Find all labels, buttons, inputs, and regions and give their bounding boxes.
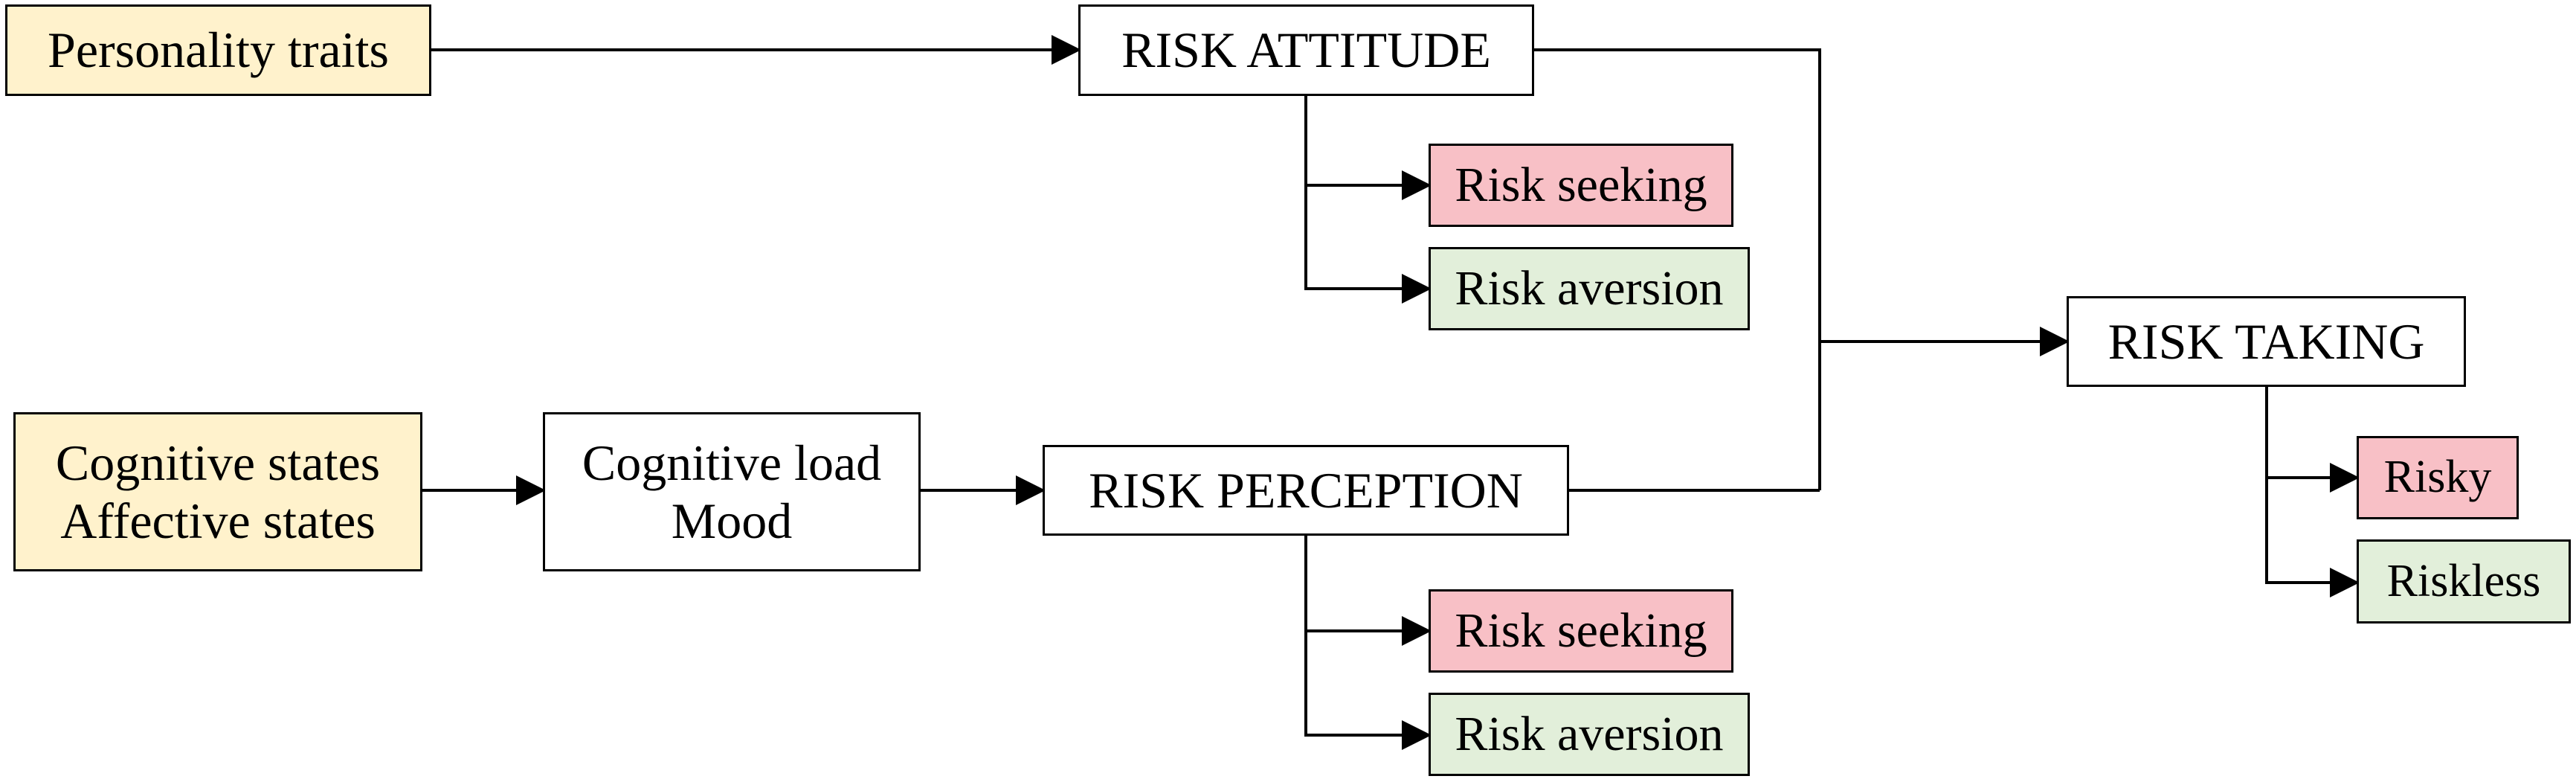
attitude-risk-seeking-label: Risk seeking xyxy=(1455,158,1707,213)
mood-label: Mood xyxy=(671,493,793,549)
branch-perception-to-aversion xyxy=(1304,631,1432,750)
risky-box: Risky xyxy=(2357,436,2519,519)
perception-risk-seeking-label: Risk seeking xyxy=(1455,603,1707,658)
attitude-risk-aversion-label: Risk aversion xyxy=(1455,261,1724,316)
branch-perception-to-seeking xyxy=(1304,536,1432,646)
risk-attitude-label: RISK ATTITUDE xyxy=(1121,22,1491,79)
risk-perception-label: RISK PERCEPTION xyxy=(1089,461,1523,519)
branch-attitude-to-aversion xyxy=(1304,185,1432,304)
attitude-risk-aversion-box: Risk aversion xyxy=(1429,247,1750,330)
branch-attitude-to-seeking xyxy=(1304,96,1432,200)
personality-traits-label: Personality traits xyxy=(48,22,389,79)
risk-perception-box: RISK PERCEPTION xyxy=(1043,445,1569,536)
risk-attitude-box: RISK ATTITUDE xyxy=(1078,4,1534,96)
riskless-label: Riskless xyxy=(2386,555,2541,606)
affective-states-label: Affective states xyxy=(60,493,376,549)
cognitive-affective-states-box: Cognitive states Affective states xyxy=(13,412,422,571)
risky-label: Risky xyxy=(2383,452,2492,503)
cognitive-load-mood-box: Cognitive load Mood xyxy=(543,412,921,571)
cognitive-load-label: Cognitive load xyxy=(582,434,882,491)
perception-risk-aversion-label: Risk aversion xyxy=(1455,707,1724,762)
line-attitude-to-merge xyxy=(1534,48,1821,490)
perception-risk-seeking-box: Risk seeking xyxy=(1429,589,1733,673)
cognitive-states-label: Cognitive states xyxy=(55,434,381,491)
perception-risk-aversion-box: Risk aversion xyxy=(1429,693,1750,776)
risk-taking-label: RISK TAKING xyxy=(2108,312,2425,370)
branch-taking-to-risky xyxy=(2265,387,2360,493)
branch-taking-to-riskless xyxy=(2265,478,2360,597)
risk-taking-box: RISK TAKING xyxy=(2067,296,2466,387)
riskless-box: Riskless xyxy=(2357,539,2571,623)
personality-traits-box: Personality traits xyxy=(5,4,431,96)
attitude-risk-seeking-box: Risk seeking xyxy=(1429,144,1733,227)
